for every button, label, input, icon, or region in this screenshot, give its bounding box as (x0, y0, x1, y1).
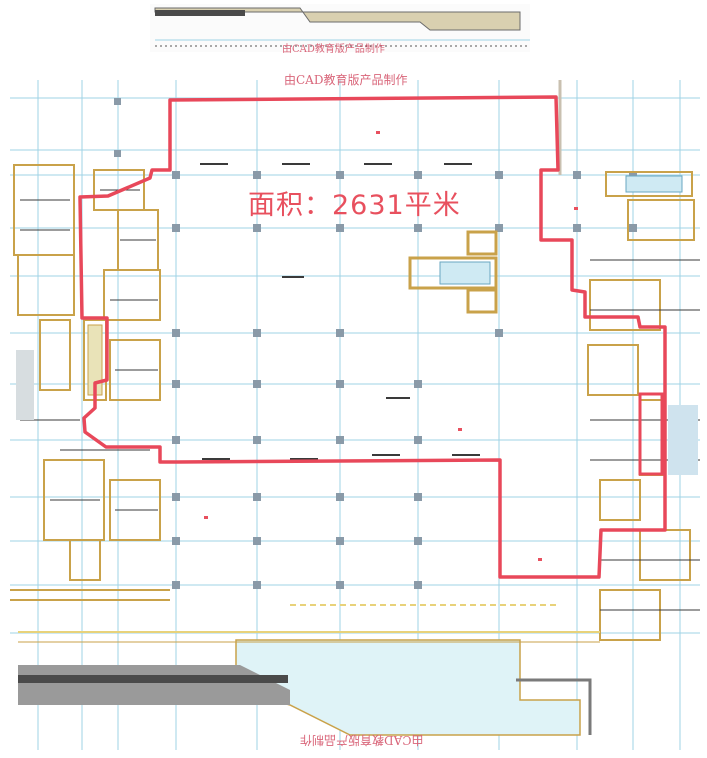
right-sub-boundary (638, 392, 664, 476)
left-rooms (10, 164, 170, 601)
right-blue-room (668, 405, 698, 475)
watermark-bottom: 由CAD教育版产品制作 (300, 733, 424, 747)
watermark-top-strip: 由CAD教育版产品制作 (282, 44, 385, 55)
right-stair (625, 175, 683, 193)
left-hatched-area (16, 350, 34, 420)
area-boundary (78, 95, 667, 579)
bottom-ramp (18, 604, 600, 736)
watermark-top: 由CAD教育版产品制作 (284, 73, 408, 87)
top-strip (150, 4, 530, 52)
left-rooms-detail (20, 189, 158, 511)
central-core (408, 230, 498, 314)
dimension-marks (200, 163, 480, 460)
room-tags (204, 131, 578, 561)
structural-columns (114, 98, 637, 589)
area-annotation: 面积：2631平米 (248, 190, 461, 221)
